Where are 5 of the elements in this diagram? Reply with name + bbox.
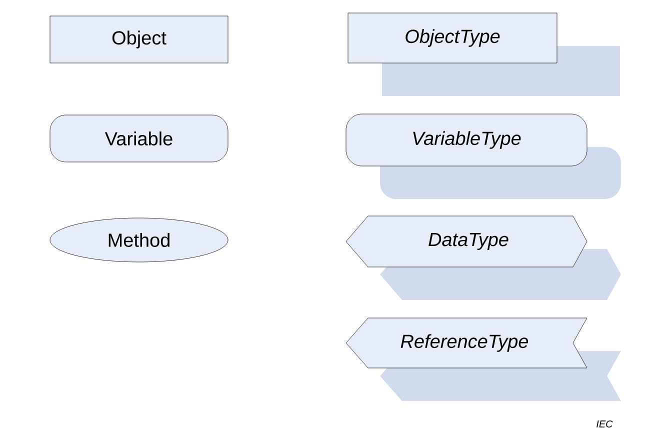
rectangle-box: Object bbox=[50, 16, 228, 64]
rounded-box: Variable bbox=[50, 114, 228, 162]
figure-label: IEC bbox=[596, 420, 613, 428]
rectangle-box: ObjectType bbox=[348, 12, 558, 64]
rounded-box: VariableType bbox=[346, 114, 588, 166]
